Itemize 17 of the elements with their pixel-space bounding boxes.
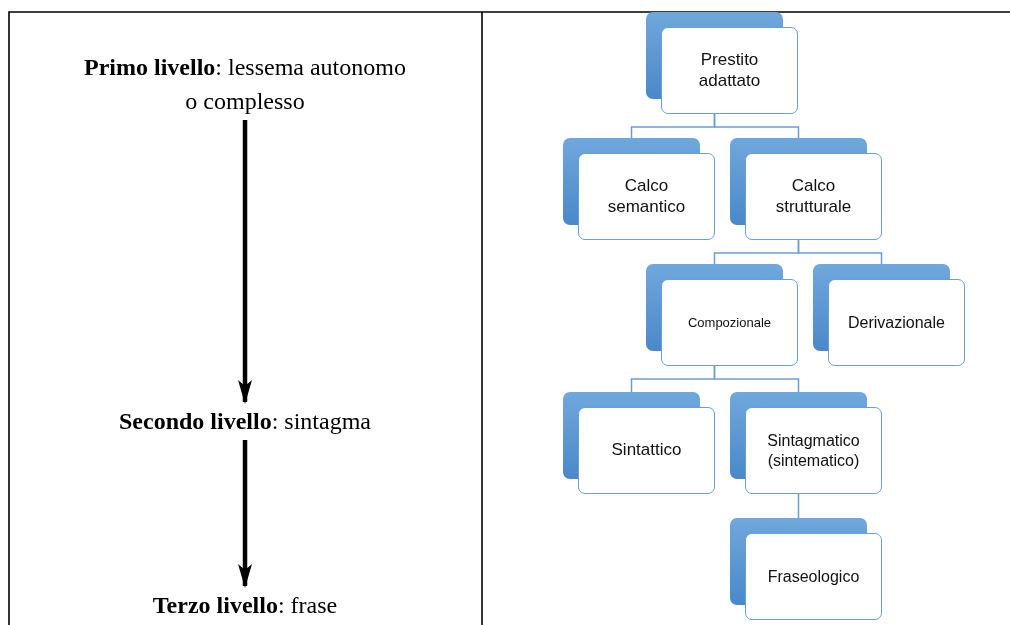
connector-line <box>797 239 883 265</box>
category-box: Sintagmatico (sintematico) <box>745 407 882 494</box>
category-box: Calco strutturale <box>745 153 882 240</box>
connector-line <box>713 365 800 393</box>
category-box: Derivazionale <box>828 279 965 366</box>
connector-line <box>797 493 800 519</box>
arrow <box>238 440 252 588</box>
level-text: Terzo livello: frase <box>151 591 339 620</box>
connector-line <box>713 113 800 139</box>
category-box: Sintattico <box>578 407 715 494</box>
category-box: Fraseologico <box>745 533 882 620</box>
arrow <box>238 120 252 404</box>
level-text: Secondo livello: sintagma <box>118 407 372 436</box>
category-box: Calco semantico <box>578 153 715 240</box>
category-box: Compozionale <box>661 279 798 366</box>
category-box: Prestito adattato <box>661 27 798 114</box>
level-text: Primo livello: lessema autonomo o complesso <box>83 53 407 116</box>
